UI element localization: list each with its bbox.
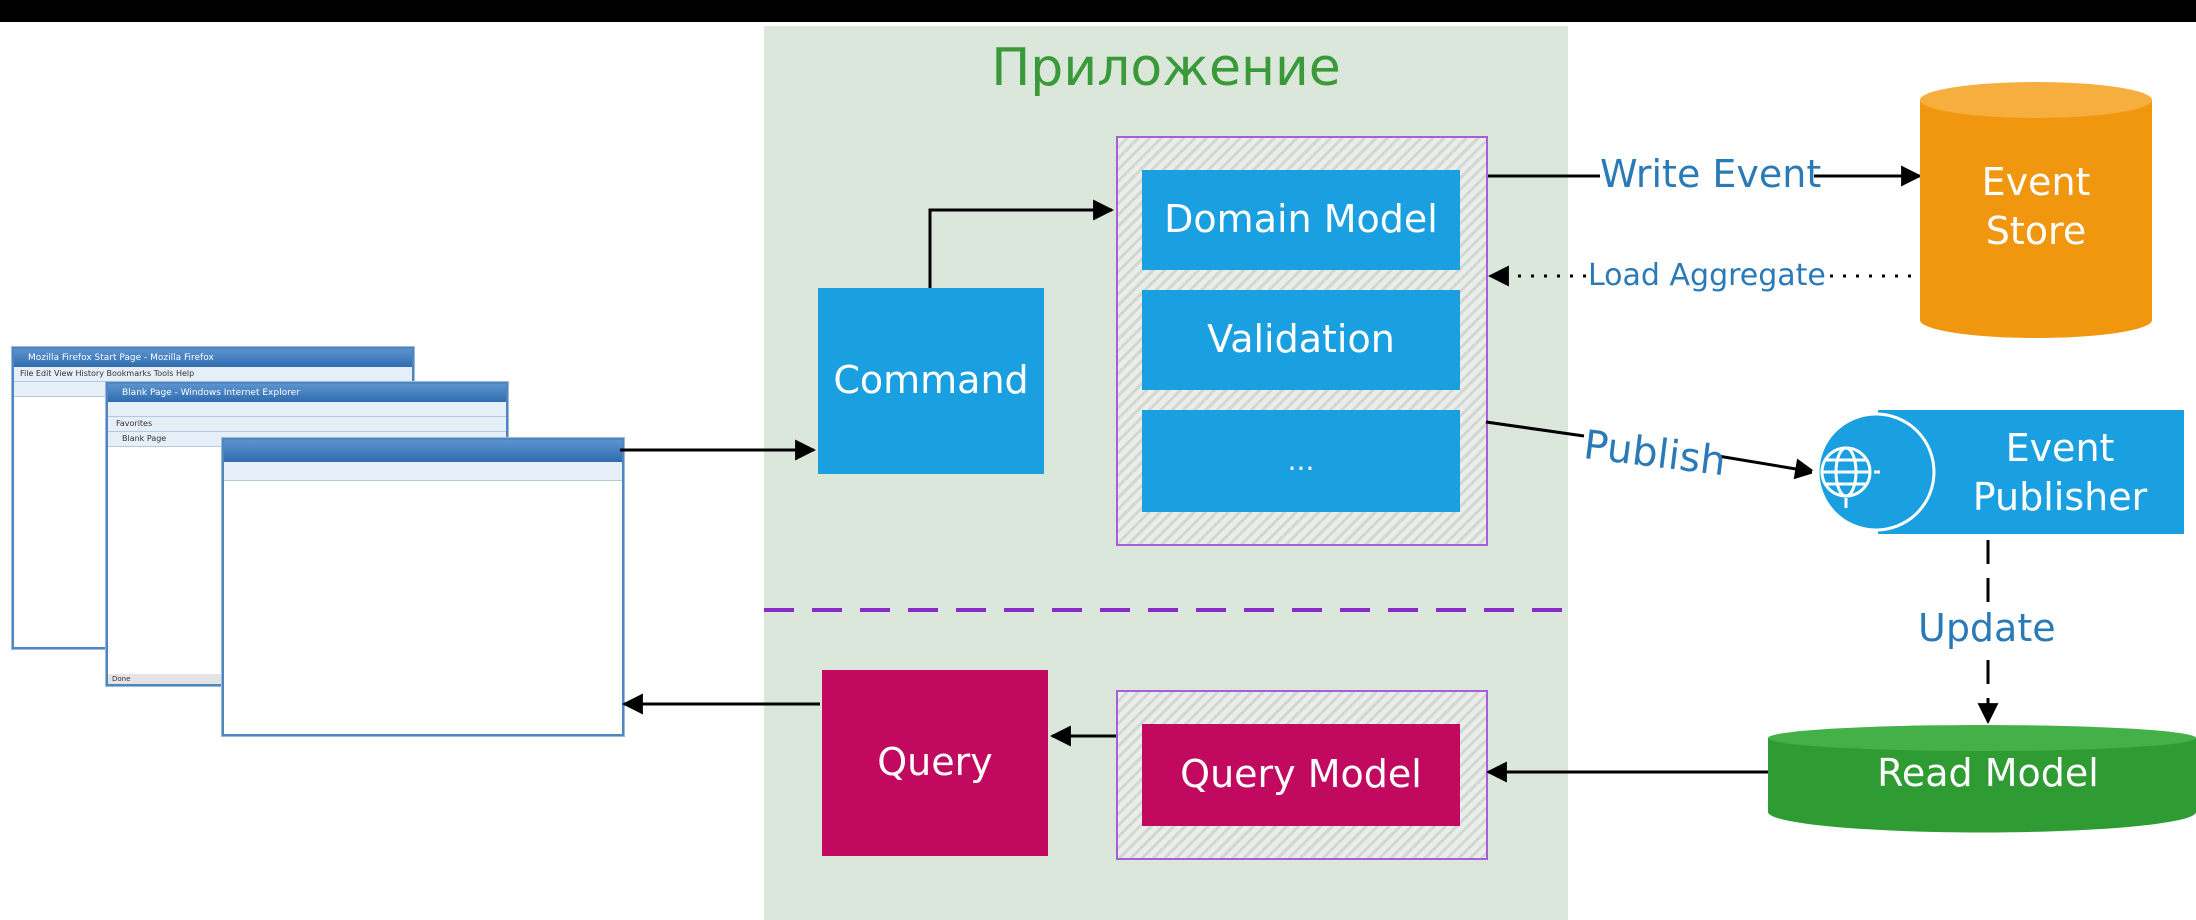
ellipsis-box: ... xyxy=(1142,410,1460,512)
ie-title-bar: Blank Page - Windows Internet Explorer xyxy=(108,384,506,402)
validation-label: Validation xyxy=(1207,317,1395,362)
firefox-menu-bar: File Edit View History Bookmarks Tools H… xyxy=(14,367,412,382)
ie-favorites-bar: Favorites xyxy=(108,417,506,432)
command-to-domain-arrow xyxy=(928,199,1115,288)
read-model-cylinder xyxy=(1768,725,2196,833)
read-model-label: Read Model xyxy=(1780,744,2196,804)
update-label: Update xyxy=(1918,606,2056,650)
firefox-title-bar: Mozilla Firefox Start Page - Mozilla Fir… xyxy=(14,349,412,367)
command-box: Command xyxy=(818,288,1044,474)
browser-window-chrome xyxy=(222,438,624,736)
ellipsis-label: ... xyxy=(1287,443,1315,477)
publish-arrow-left xyxy=(1485,420,1585,438)
command-label: Command xyxy=(833,358,1029,403)
publish-arrow-right xyxy=(1717,454,1817,480)
query-box: Query xyxy=(822,670,1048,856)
validation-box: Validation xyxy=(1142,290,1460,390)
domain-model-box: Domain Model xyxy=(1142,170,1460,270)
event-store-cylinder xyxy=(1920,82,2152,338)
write-event-label: Write Event xyxy=(1600,152,1822,196)
event-publisher-label-line1: Event xyxy=(2005,425,2115,470)
chrome-tab-strip xyxy=(224,440,622,462)
event-store-label-line1: Event xyxy=(1981,159,2091,204)
query-model-label: Query Model xyxy=(1180,752,1422,797)
event-publisher-label-line2: Publisher xyxy=(1972,475,2148,519)
load-aggregate-label: Load Aggregate xyxy=(1588,258,1826,293)
query-label: Query xyxy=(877,740,993,785)
query-model-box: Query Model xyxy=(1142,724,1460,826)
application-title: Приложение xyxy=(991,38,1341,98)
event-store-label: Event Store xyxy=(1920,152,2152,262)
ie-address-bar xyxy=(108,402,506,417)
globe-icon xyxy=(1812,446,1880,508)
top-bar xyxy=(0,0,2196,22)
chrome-toolbar xyxy=(224,462,622,481)
domain-model-label: Domain Model xyxy=(1164,197,1438,242)
read-model-text: Read Model xyxy=(1877,751,2099,796)
event-publisher-label: Event Publisher xyxy=(1930,418,2190,528)
event-store-label-line2: Store xyxy=(1985,209,2087,253)
